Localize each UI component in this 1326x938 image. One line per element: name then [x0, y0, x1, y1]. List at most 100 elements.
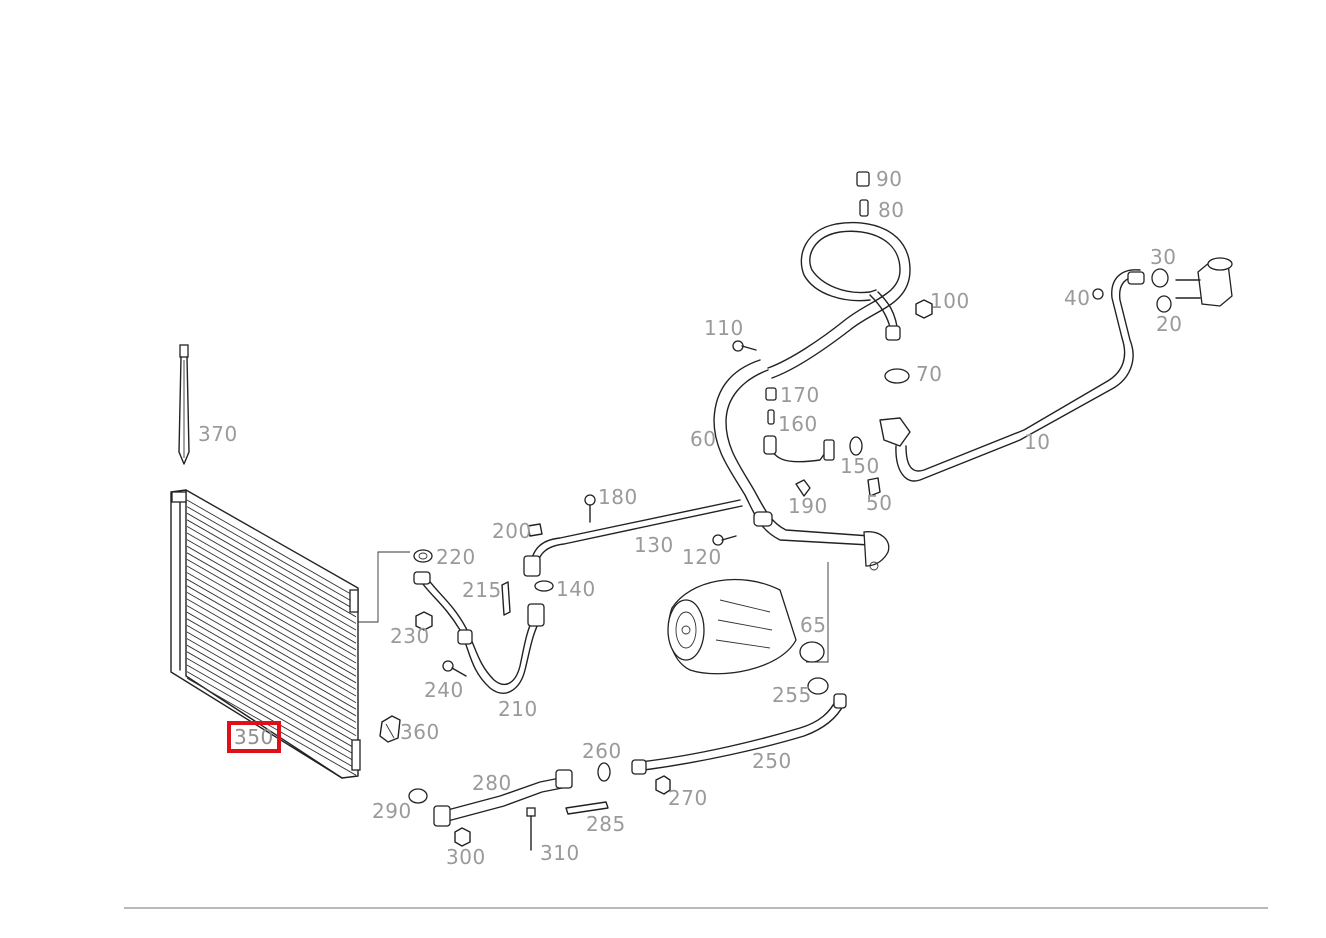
callout-350-highlighted[interactable]: 350: [227, 721, 281, 753]
part-310-bolt[interactable]: [526, 807, 536, 851]
part-expansion-valve[interactable]: [1175, 257, 1233, 307]
condenser-fin: [186, 618, 357, 717]
part-200-clip[interactable]: [527, 523, 543, 537]
part-small-line[interactable]: [763, 435, 835, 463]
part-40-bolt[interactable]: [1092, 288, 1104, 300]
callout-60[interactable]: 60: [690, 427, 717, 451]
part-290-seal[interactable]: [408, 788, 428, 804]
part-130-line[interactable]: [523, 499, 743, 577]
condenser-fin: [186, 611, 357, 710]
callout-200[interactable]: 200: [492, 519, 532, 543]
condenser-fin: [186, 598, 357, 697]
condenser-fin: [186, 539, 357, 637]
callout-65[interactable]: 65: [800, 613, 827, 637]
part-350-condenser[interactable]: [170, 489, 361, 779]
callout-370[interactable]: 370: [198, 422, 238, 446]
condenser-fin: [186, 644, 357, 743]
part-50-bracket[interactable]: [867, 477, 881, 497]
callout-10[interactable]: 10: [1024, 430, 1051, 454]
part-10-line[interactable]: [879, 269, 1145, 482]
part-150-seal[interactable]: [849, 436, 863, 456]
part-90-cap[interactable]: [856, 171, 870, 187]
part-main-line[interactable]: [767, 221, 911, 379]
callout-210[interactable]: 210: [498, 697, 538, 721]
callout-70[interactable]: 70: [916, 362, 943, 386]
condenser-fin: [186, 638, 357, 736]
part-60-line[interactable]: [713, 359, 890, 571]
callout-250[interactable]: 250: [752, 749, 792, 773]
part-220-seal[interactable]: [413, 549, 433, 563]
callout-150[interactable]: 150: [840, 454, 880, 478]
callout-260[interactable]: 260: [582, 739, 622, 763]
callout-160[interactable]: 160: [778, 412, 818, 436]
condenser-fin: [186, 532, 357, 631]
callout-80[interactable]: 80: [878, 198, 905, 222]
callout-140[interactable]: 140: [556, 577, 596, 601]
callout-180[interactable]: 180: [598, 485, 638, 509]
part-160-valve[interactable]: [767, 409, 775, 425]
part-270-nut[interactable]: [655, 775, 671, 795]
part-140-seal[interactable]: [534, 580, 554, 592]
condenser-fin: [186, 519, 357, 618]
callout-30[interactable]: 30: [1150, 245, 1177, 269]
part-370-drier-rod[interactable]: [178, 344, 190, 465]
callout-220[interactable]: 220: [436, 545, 476, 569]
part-280-line[interactable]: [433, 769, 573, 827]
condenser-fin: [186, 658, 357, 756]
callout-190[interactable]: 190: [788, 494, 828, 518]
part-285-valve[interactable]: [565, 801, 609, 815]
condenser-fin: [186, 499, 357, 598]
condenser-fin: [186, 677, 357, 776]
part-20-seal[interactable]: [1156, 295, 1172, 313]
part-100-nut[interactable]: [915, 299, 933, 319]
part-190-clip[interactable]: [795, 479, 811, 497]
callout-360[interactable]: 360: [400, 720, 440, 744]
callout-300[interactable]: 300: [446, 845, 486, 869]
condenser-fin: [186, 625, 357, 723]
callout-110[interactable]: 110: [704, 316, 744, 340]
part-120-bolt[interactable]: [712, 534, 737, 546]
part-110-bolt[interactable]: [732, 340, 757, 352]
part-230-nut[interactable]: [415, 611, 433, 631]
callout-170[interactable]: 170: [780, 383, 820, 407]
condenser-fin: [186, 572, 357, 670]
callout-130[interactable]: 130: [634, 533, 674, 557]
callout-90[interactable]: 90: [876, 167, 903, 191]
callout-50[interactable]: 50: [866, 491, 893, 515]
part-65-seal[interactable]: [799, 641, 825, 663]
callout-230[interactable]: 230: [390, 624, 430, 648]
callout-290[interactable]: 290: [372, 799, 412, 823]
part-30-seal[interactable]: [1151, 268, 1169, 288]
callout-100[interactable]: 100: [930, 289, 970, 313]
callout-240[interactable]: 240: [424, 678, 464, 702]
callout-215[interactable]: 215: [462, 578, 502, 602]
callout-310[interactable]: 310: [540, 841, 580, 865]
condenser-fin: [186, 664, 357, 763]
part-215-valve[interactable]: [501, 581, 511, 616]
part-210-line[interactable]: [413, 571, 545, 694]
part-250-line[interactable]: [631, 693, 847, 775]
condenser-fins: [186, 499, 357, 776]
condenser-fin: [186, 671, 357, 769]
part-70-seal[interactable]: [884, 368, 910, 384]
callout-255[interactable]: 255: [772, 683, 812, 707]
part-compressor[interactable]: [667, 578, 797, 675]
callout-280[interactable]: 280: [472, 771, 512, 795]
condenser-fin: [186, 526, 357, 624]
condenser-fin: [186, 552, 357, 651]
callout-20[interactable]: 20: [1156, 312, 1183, 336]
part-180-bolt[interactable]: [584, 494, 596, 523]
part-80-valve[interactable]: [859, 199, 869, 217]
part-360-bracket[interactable]: [379, 715, 401, 743]
callout-270[interactable]: 270: [668, 786, 708, 810]
condenser-fin: [186, 592, 357, 690]
condenser-fin: [186, 605, 357, 703]
part-255-seal[interactable]: [807, 677, 829, 695]
callout-40[interactable]: 40: [1064, 286, 1091, 310]
part-170-cap[interactable]: [765, 387, 777, 401]
part-260-seal[interactable]: [597, 762, 611, 782]
part-240-bolt[interactable]: [442, 660, 467, 677]
part-300-nut[interactable]: [454, 827, 471, 847]
callout-285[interactable]: 285: [586, 812, 626, 836]
callout-120[interactable]: 120: [682, 545, 722, 569]
